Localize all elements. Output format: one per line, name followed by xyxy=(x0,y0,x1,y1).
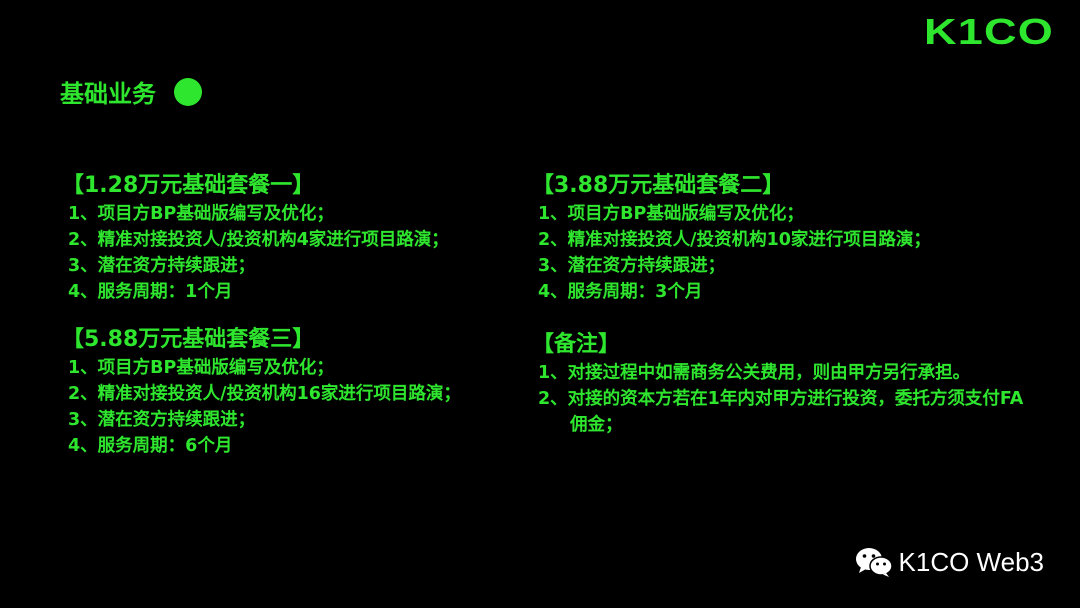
section-title: 基础业务 xyxy=(60,74,202,109)
package-one-items: 1、项目方BP基础版编写及优化； 2、精准对接投资人/投资机构4家进行项目路演；… xyxy=(62,201,449,305)
package-three-title: 【5.88万元基础套餐三】 xyxy=(62,327,315,352)
notes-title: 【备注】 xyxy=(532,332,621,357)
list-item: 3、潜在资方持续跟进； xyxy=(68,410,256,430)
section-title-text: 基础业务 xyxy=(60,80,156,108)
package-two-title: 【3.88万元基础套餐二】 xyxy=(532,173,785,198)
list-item: 2、精准对接投资人/投资机构10家进行项目路演； xyxy=(538,230,931,250)
package-three: 【5.88万元基础套餐三】 1、项目方BP基础版编写及优化； 2、精准对接投资人… xyxy=(62,326,461,459)
list-item: 4、服务周期：6个月 xyxy=(68,436,233,456)
list-item: 4、服务周期：1个月 xyxy=(68,282,233,302)
list-item: 1、项目方BP基础版编写及优化； xyxy=(68,204,334,224)
wechat-icon xyxy=(855,546,893,578)
list-item: 4、服务周期：3个月 xyxy=(538,282,703,302)
list-item: 2、精准对接投资人/投资机构16家进行项目路演； xyxy=(68,384,461,404)
list-item: 1、项目方BP基础版编写及优化； xyxy=(538,204,804,224)
notes-block: 【备注】 1、对接过程中如需商务公关费用，则由甲方另行承担。 2、对接的资本方若… xyxy=(532,331,1032,438)
list-item: 3、潜在资方持续跟进； xyxy=(538,256,726,276)
package-two-items: 1、项目方BP基础版编写及优化； 2、精准对接投资人/投资机构10家进行项目路演… xyxy=(532,201,931,305)
watermark-text: K1CO Web3 xyxy=(898,546,1044,577)
list-item: 3、潜在资方持续跟进； xyxy=(68,256,256,276)
package-three-items: 1、项目方BP基础版编写及优化； 2、精准对接投资人/投资机构16家进行项目路演… xyxy=(62,355,461,459)
brand-logo: K1CO xyxy=(923,11,1054,52)
package-two: 【3.88万元基础套餐二】 1、项目方BP基础版编写及优化； 2、精准对接投资人… xyxy=(532,172,931,305)
package-one: 【1.28万元基础套餐一】 1、项目方BP基础版编写及优化； 2、精准对接投资人… xyxy=(62,172,449,305)
list-item: 1、对接过程中如需商务公关费用，则由甲方另行承担。 xyxy=(538,363,971,383)
circle-dot-icon xyxy=(174,77,202,106)
notes-items: 1、对接过程中如需商务公关费用，则由甲方另行承担。 2、对接的资本方若在1年内对… xyxy=(532,360,1032,438)
package-one-title: 【1.28万元基础套餐一】 xyxy=(62,173,315,198)
list-item: 1、项目方BP基础版编写及优化； xyxy=(68,358,334,378)
list-item: 2、精准对接投资人/投资机构4家进行项目路演； xyxy=(68,230,449,250)
list-item: 2、对接的资本方若在1年内对甲方进行投资，委托方须支付FA佣金； xyxy=(538,389,1024,435)
watermark: K1CO Web3 xyxy=(855,546,1044,578)
